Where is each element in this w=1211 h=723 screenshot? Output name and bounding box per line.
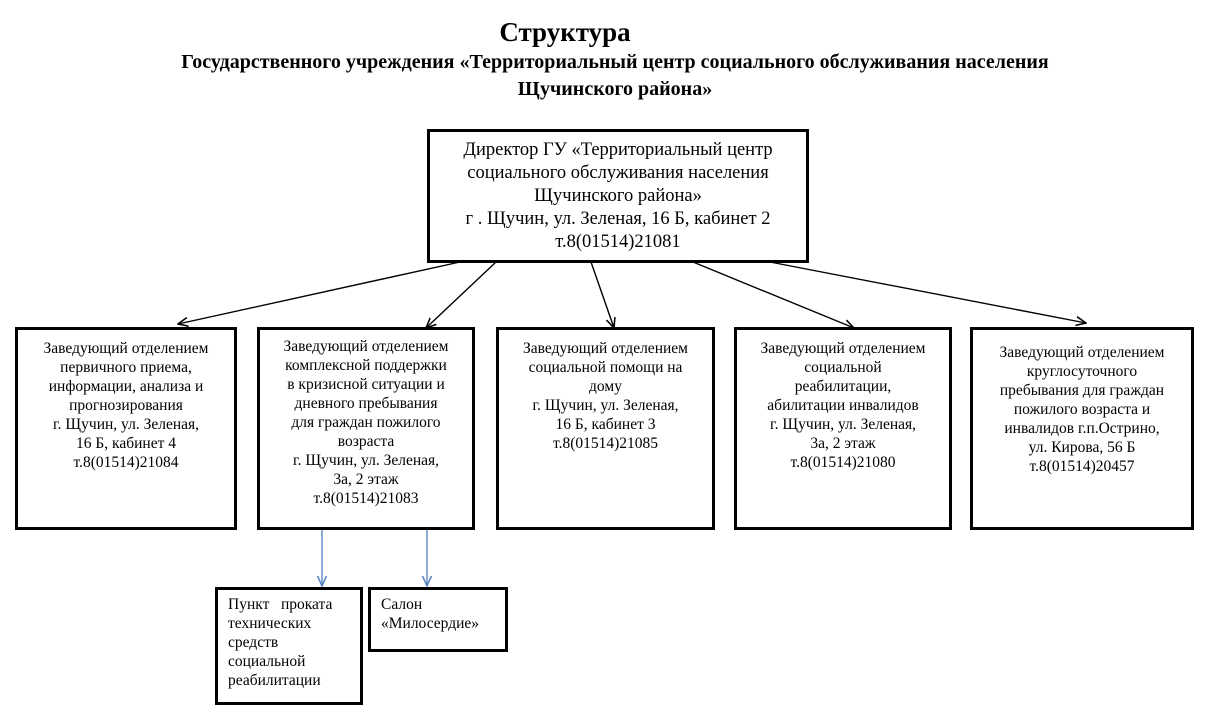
department-line: т.8(01514)20457	[1029, 458, 1135, 475]
department-line: Заведующий отделением	[760, 340, 926, 357]
sub-unit-line: Салон	[381, 596, 423, 613]
director-line: г . Щучин, ул. Зеленая, 16 Б, кабинет 2	[465, 209, 771, 229]
department-line: 3а, 2 этаж	[810, 435, 876, 452]
sub-unit-line: социальной	[228, 653, 306, 670]
subtitle-line: Щучинского района»	[517, 78, 713, 100]
department-box-primary-reception: Заведующий отделением первичного приема,…	[15, 327, 237, 530]
director-box: Директор ГУ «Территориальный центр социа…	[427, 129, 809, 263]
department-line: круглосуточного	[1026, 363, 1138, 380]
sub-unit-line: «Милосердие»	[381, 615, 480, 632]
department-line: для граждан пожилого	[291, 414, 441, 431]
department-line: комплексной поддержки	[285, 357, 447, 374]
department-line: дому	[589, 378, 622, 395]
department-line: г. Щучин, ул. Зеленая,	[292, 452, 440, 469]
department-line: дневного пребывания	[294, 395, 438, 412]
department-line: прогнозирования	[69, 397, 183, 414]
department-line: т.8(01514)21080	[790, 454, 896, 471]
sub-unit-line: технических	[228, 615, 312, 632]
department-line: пребывания для граждан	[999, 382, 1165, 399]
department-box-home-assistance: Заведующий отделением социальной помощи …	[496, 327, 715, 530]
sub-unit-line: реабилитации	[228, 672, 321, 689]
department-line: социальной	[804, 359, 882, 376]
department-line: Заведующий отделением	[283, 338, 449, 355]
arrow-to-department-5	[769, 261, 1086, 323]
department-line: информации, анализа и	[48, 378, 204, 395]
department-line: социальной помощи на	[528, 359, 683, 376]
department-line: г. Щучин, ул. Зеленая,	[769, 416, 917, 433]
department-box-round-the-clock-stay: Заведующий отделением круглосуточного пр…	[970, 327, 1194, 530]
arrow-to-department-1	[178, 261, 461, 324]
department-line: г. Щучин, ул. Зеленая,	[532, 397, 679, 414]
department-line: в кризисной ситуации и	[287, 376, 445, 393]
subtitle-line: Государственного учреждения «Территориал…	[181, 51, 1049, 73]
department-line: абилитации инвалидов	[767, 397, 919, 414]
department-line: 3а, 2 этаж	[333, 471, 399, 488]
director-line: Директор ГУ «Территориальный центр	[463, 140, 773, 160]
department-line: Заведующий отделением	[999, 344, 1165, 361]
arrow-to-department-4	[692, 261, 854, 328]
department-line: пожилого возраста и	[1013, 401, 1151, 418]
director-line: социального обслуживания населения	[467, 163, 769, 183]
department-box-rehabilitation: Заведующий отделением социальной реабили…	[734, 327, 952, 530]
sub-unit-rental-point: Пункт проката технических средств социал…	[215, 587, 363, 705]
diagram-subtitle: Государственного учреждения «Территориал…	[80, 49, 1150, 103]
director-line: т.8(01514)21081	[555, 232, 681, 252]
arrow-to-department-2	[426, 261, 497, 328]
department-line: Заведующий отделением	[523, 340, 688, 357]
department-line: 16 Б, кабинет 4	[76, 435, 176, 452]
department-line: т.8(01514)21083	[313, 490, 419, 507]
department-line: т.8(01514)21084	[73, 454, 179, 471]
arrow-to-department-3	[590, 261, 614, 328]
director-line: Щучинского района»	[534, 186, 702, 206]
department-box-crisis-support: Заведующий отделением комплексной поддер…	[257, 327, 475, 530]
department-line: реабилитации,	[794, 378, 892, 395]
department-line: Заведующий отделением	[43, 340, 209, 357]
department-line: т.8(01514)21085	[552, 435, 659, 452]
department-line: инвалидов г.п.Острино,	[1004, 420, 1160, 437]
department-line: ул. Кирова, 56 Б	[1028, 439, 1136, 456]
diagram-title: Структура	[499, 17, 631, 47]
sub-unit-salon: Салон «Милосердие»	[368, 587, 508, 652]
sub-unit-line: средств	[228, 634, 279, 651]
department-line: г. Щучин, ул. Зеленая,	[52, 416, 200, 433]
department-line: 16 Б, кабинет 3	[555, 416, 656, 433]
sub-unit-line: Пункт проката	[228, 596, 333, 613]
department-line: возраста	[337, 433, 395, 450]
department-line: первичного приема,	[60, 359, 192, 376]
